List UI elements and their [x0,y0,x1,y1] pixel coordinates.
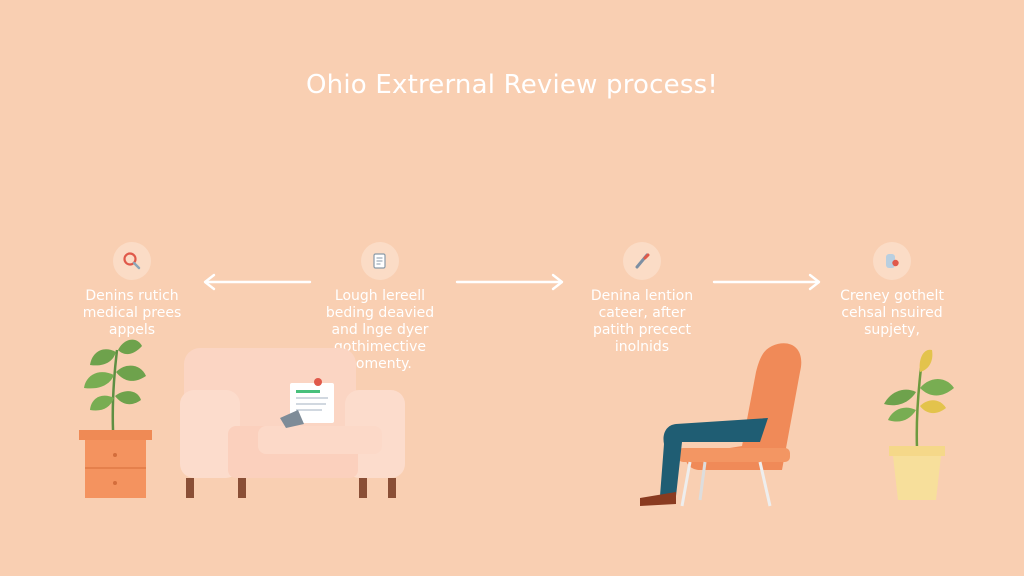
step-2-label: Lough lereell beding deavied and lnge dy… [305,288,455,373]
step-4-label: Creney gothelt cehsal nsuired supjety, [817,288,967,339]
plant-left-icon [84,339,146,431]
document-icon [280,378,334,428]
pot-icon [889,446,945,500]
step-2: Lough lereell beding deavied and lnge dy… [305,242,455,373]
step-2-text: Lough lereell beding deavied and lnge dy… [325,288,435,372]
person-icon [640,418,768,506]
step-1-text: Denins rutich medical prees appels [82,288,182,338]
plant-right-icon [884,349,954,449]
page-title: Ohio Extrernal Review process! [306,70,718,100]
magnifier-icon [113,242,151,280]
step-1: Denins rutich medical prees appels [57,242,207,339]
document-icon [361,242,399,280]
step-3-label: Denina lention cateer, after patith prec… [567,288,717,356]
pen-icon [623,242,661,280]
step-4-text: Creney gothelt cehsal nsuired supjety, [840,288,944,338]
arrow-right-icon [455,273,564,291]
step-1-label: Denins rutich medical prees appels [57,288,207,339]
step-3-text: Denina lention cateer, after patith prec… [590,288,694,355]
arrow-right-icon [712,273,821,291]
drawer-cabinet-icon [79,430,152,498]
user-icon [873,242,911,280]
step-3: Denina lention cateer, after patith prec… [567,242,717,356]
arrow-left-icon [203,273,312,291]
step-4: Creney gothelt cehsal nsuired supjety, [817,242,967,339]
chair-icon [678,343,802,507]
